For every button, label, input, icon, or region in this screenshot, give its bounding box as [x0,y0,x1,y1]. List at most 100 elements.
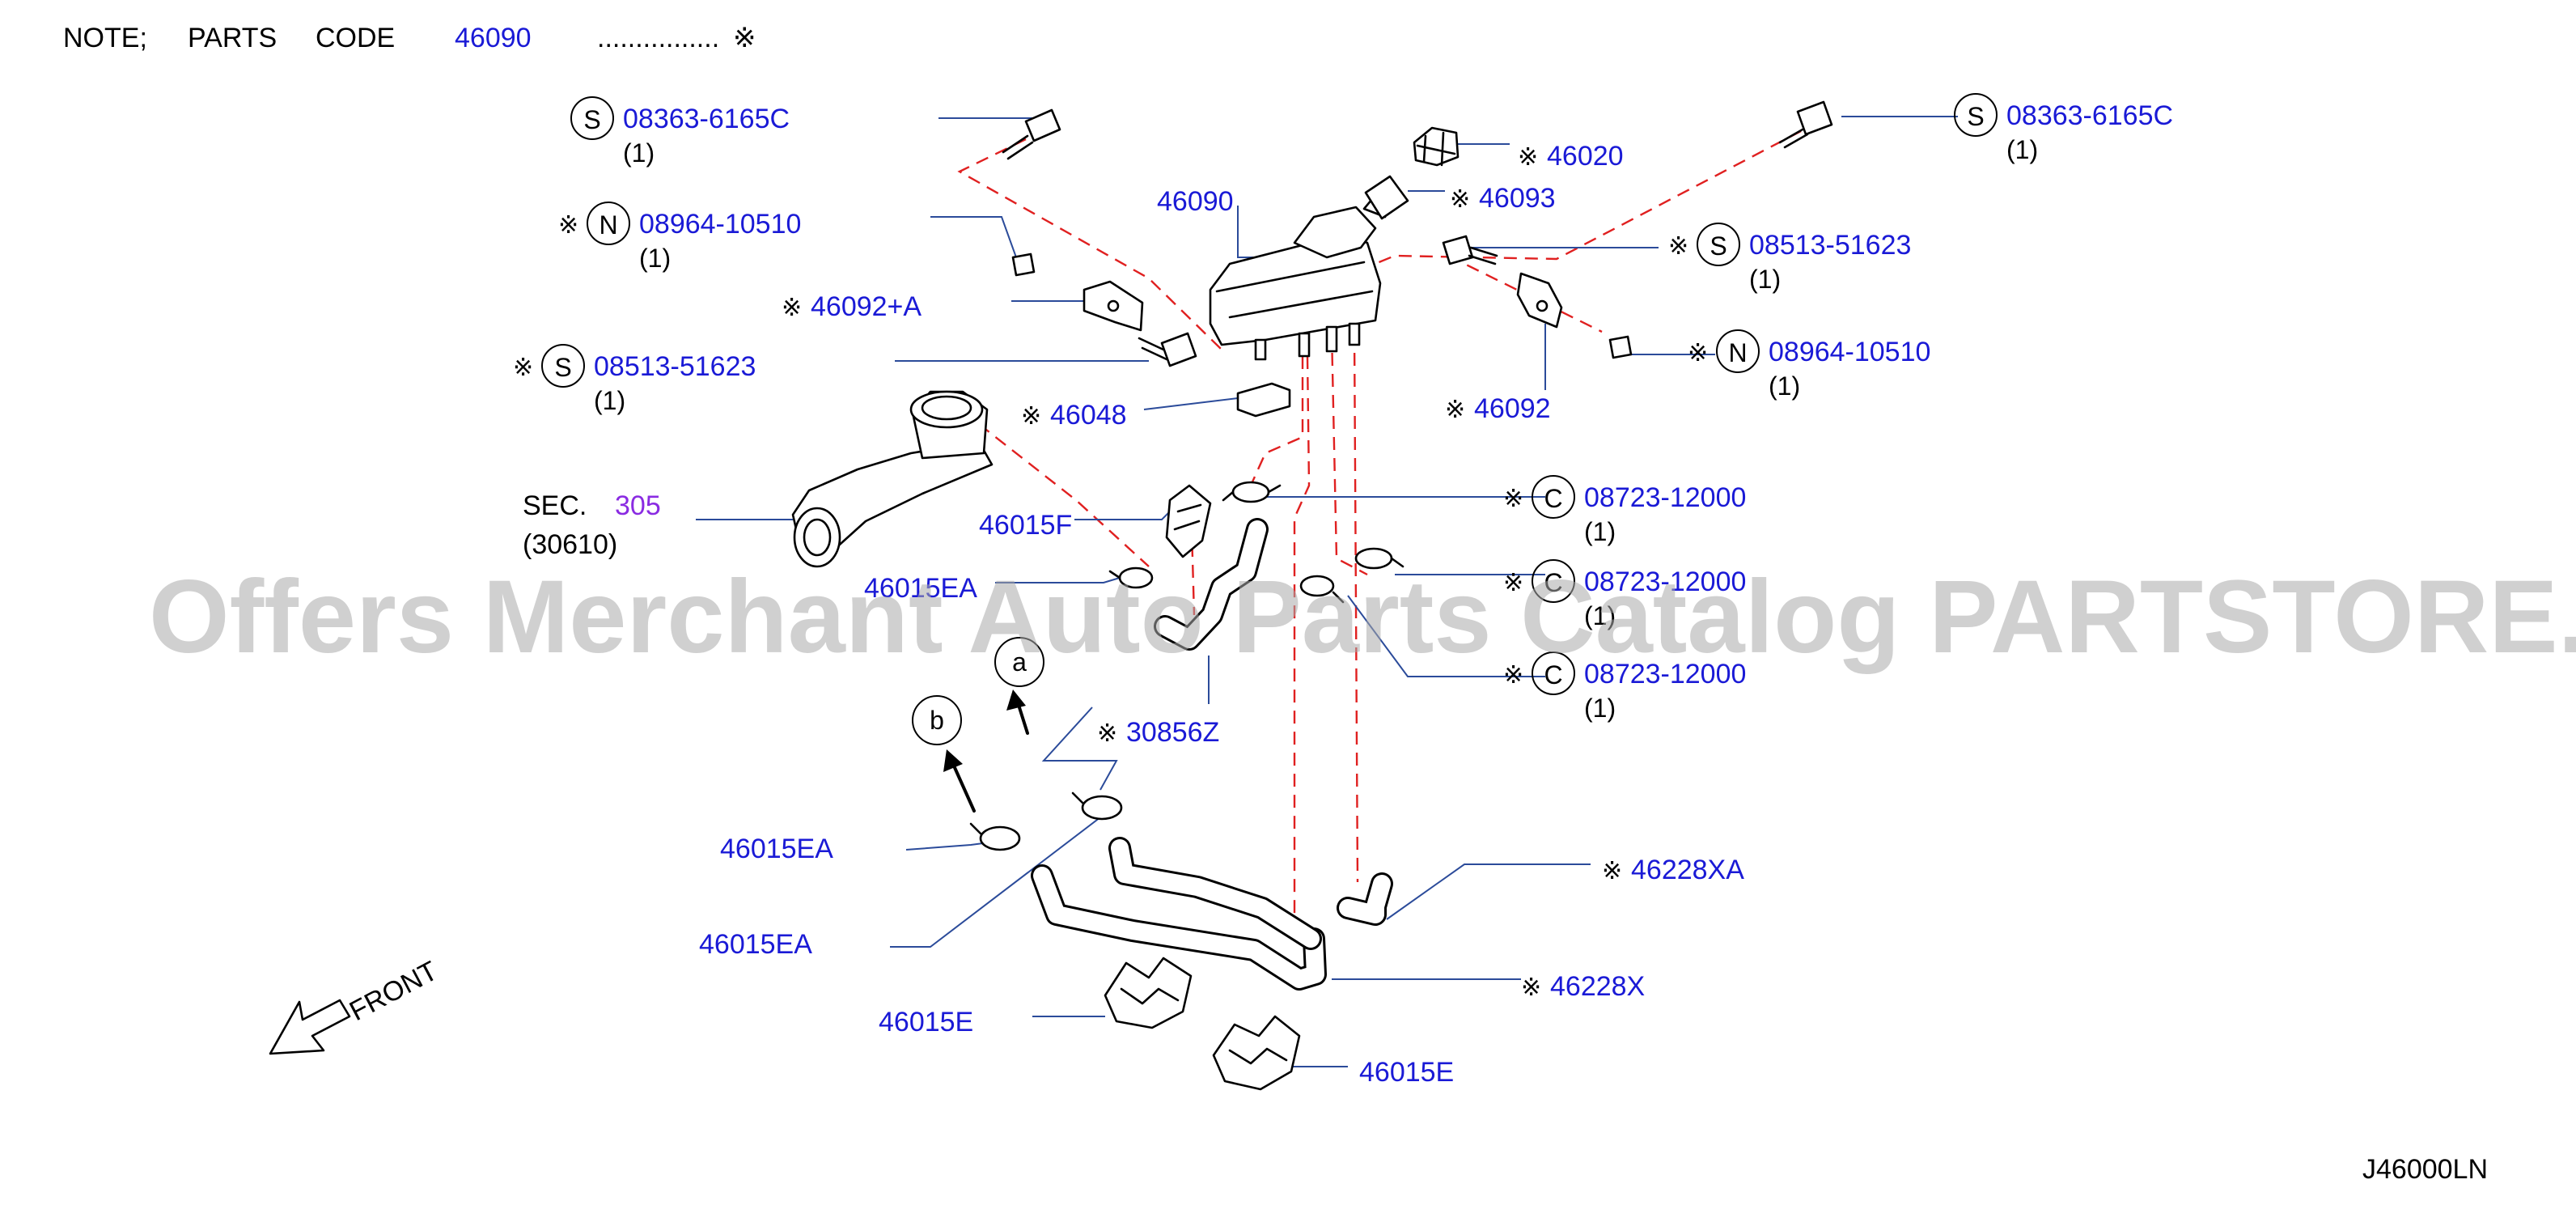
callout-mark: ※ [1097,720,1117,747]
callout-46093[interactable]: ※46093 [1450,183,1556,214]
callout-code[interactable]: 46048 [1050,400,1127,431]
callout-46228x[interactable]: ※46228X [1521,971,1645,1002]
callout-code[interactable]: 46015EA [864,573,977,604]
diagram-id: J46000LN [2362,1154,2488,1185]
callout-46020[interactable]: ※46020 [1518,141,1624,172]
ref-circle-b[interactable]: b [912,695,962,745]
callout-qty: (1) [1749,265,1781,294]
callout-mark: ※ [1668,233,1688,260]
callout-code[interactable]: 08964-10510 [1769,337,1930,367]
callout-46048[interactable]: ※46048 [1021,400,1127,431]
master-cylinder-sec305[interactable] [791,390,994,568]
callout-mark: ※ [1503,570,1523,596]
ref-circle-a[interactable]: a [994,637,1044,687]
pipe-46228x[interactable] [1031,837,1327,991]
callout-46015ea[interactable]: 46015EA [699,929,812,960]
callout-code[interactable]: 46090 [1157,186,1234,217]
callout-badge-letter: C [1544,568,1562,597]
callout-code[interactable]: 46092 [1474,393,1551,424]
hose-30856z[interactable] [1154,518,1269,651]
callout-badge-letter: S [1710,231,1727,261]
callout-badge-circle [1532,475,1575,519]
callout-badge-circle [1532,651,1575,695]
callout-46015e[interactable]: 46015E [1359,1057,1454,1088]
callout-code[interactable]: 46092+A [811,291,922,322]
callout-code[interactable]: 08964-10510 [639,209,801,240]
callout-badge-circle [1697,223,1740,266]
callout-46092[interactable]: ※ 46092 [1445,393,1551,424]
ref-arrow-b [943,749,976,813]
callout-46015f[interactable]: 46015F [979,510,1072,541]
section-ref[interactable]: SEC. 305 (30610) [523,490,793,560]
hose-clamp-46015f[interactable] [1165,484,1212,558]
clamp-46015ea-b[interactable] [969,822,1021,851]
strainer-tube[interactable] [1364,175,1409,220]
callout-code[interactable]: 08723-12000 [1584,659,1746,689]
callout-code[interactable]: 46228X [1550,971,1645,1002]
callout-code[interactable]: 46015E [1359,1057,1454,1088]
bolt-left-upper[interactable] [1002,108,1061,160]
callout-46228xa[interactable]: ※ 46228XA [1602,855,1744,885]
callout-code[interactable]: 46015F [979,510,1072,541]
callout-code[interactable]: 46020 [1547,141,1624,172]
callout-code[interactable]: 30856Z [1126,717,1219,748]
callout-46092+a[interactable]: ※ 46092+A [782,291,922,322]
callout-badge-letter: S [1967,102,1984,131]
clamp-46015ea-a[interactable] [1071,791,1123,821]
callout-code[interactable]: 46015E [879,1007,973,1037]
bracket-left[interactable] [1083,280,1144,332]
pipe-46228xa[interactable] [1337,872,1393,926]
bracket-right[interactable] [1516,272,1563,329]
callout-46015e[interactable]: 46015E [879,1007,973,1037]
pipe-clip-46015e-right[interactable] [1212,1015,1301,1091]
callout-46015ea[interactable]: 46015EA [864,573,977,604]
callout-30856z[interactable]: ※ 30856Z [1097,717,1219,748]
callout-08513-51623[interactable]: ※ S 08513-51623 (1) [1668,223,1911,294]
callout-mark: ※ [1503,662,1523,689]
ref-arrow-a [1006,689,1029,735]
bolt-right-mid[interactable] [1442,235,1498,265]
callout-code[interactable]: 08513-51623 [594,351,756,382]
clamp-c1[interactable] [1222,481,1282,503]
tank-cap[interactable] [1413,126,1460,167]
callout-mark: ※ [782,295,802,321]
callout-code[interactable]: 08363-6165C [2006,100,2173,131]
callout-code[interactable]: 46228XA [1631,855,1744,885]
callout-code[interactable]: 08513-51623 [1749,230,1911,261]
note-code-value[interactable]: 46090 [455,23,532,53]
clamp-c2[interactable] [1354,547,1405,570]
clip-nut-left[interactable] [1011,252,1036,277]
section-number[interactable]: 305 [615,490,661,521]
note-prefix: NOTE; [63,23,147,53]
connector-46048[interactable] [1236,382,1291,418]
callout-code[interactable]: 46093 [1479,183,1556,214]
bolt-left-lower[interactable] [1138,332,1197,367]
clip-nut-right[interactable] [1608,335,1633,359]
callout-badge-circle [1954,93,1998,137]
callout-code[interactable]: 08723-12000 [1584,482,1746,513]
callout-code[interactable]: 46015EA [699,929,812,960]
callout-mark: ※ [1602,858,1622,885]
callout-badge-letter: C [1544,660,1562,689]
callout-46090[interactable]: 46090 [1157,186,1234,217]
pipe-clip-46015e-left[interactable] [1104,957,1193,1029]
clamp-c3[interactable] [1299,575,1345,604]
callout-code[interactable]: 08723-12000 [1584,566,1746,597]
callout-46015ea[interactable]: 46015EA [720,834,833,864]
bolt-right-upper[interactable] [1778,100,1833,149]
callout-code[interactable]: 46015EA [720,834,833,864]
clamp-46015ea-upper[interactable] [1108,566,1154,589]
callout-badge-circle [570,96,614,140]
callout-code[interactable]: 08363-6165C [623,104,790,134]
callout-mark: ※ [1445,397,1465,423]
